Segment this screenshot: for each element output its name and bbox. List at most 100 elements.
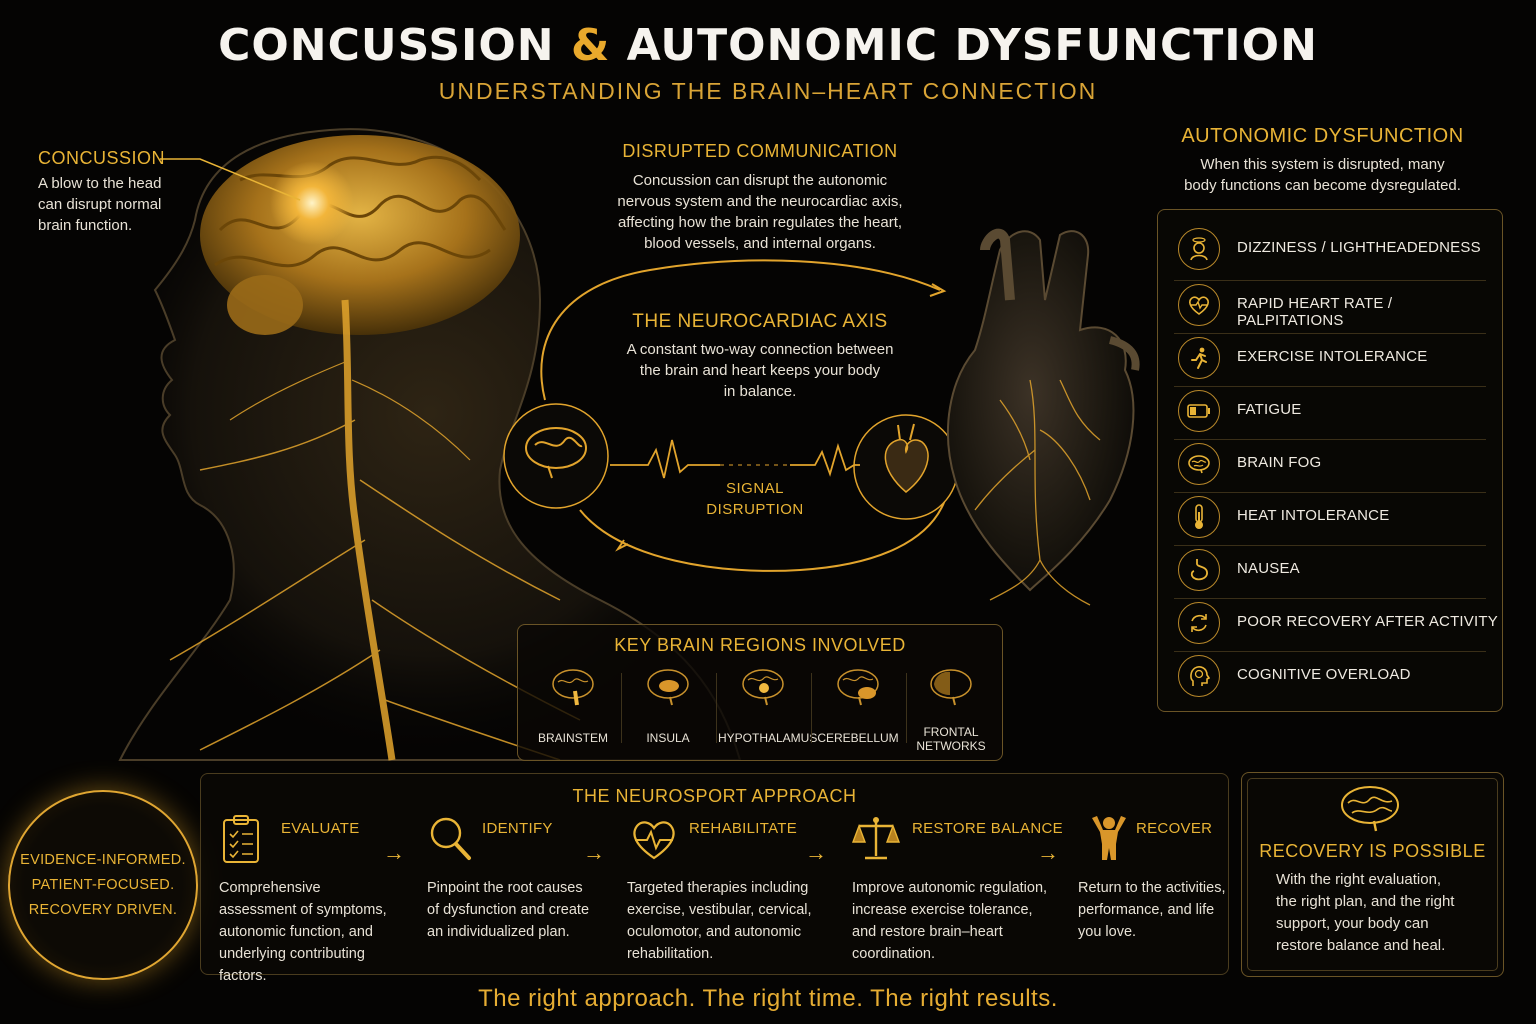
region-label: INSULA: [646, 731, 690, 745]
heart-rhythm-icon: [633, 821, 675, 860]
concussion-line-1: A blow to the head: [38, 175, 162, 192]
runner-icon: [1178, 337, 1220, 379]
step-arrow-icon: →: [583, 840, 605, 865]
neurocardiac-loop: [503, 259, 959, 572]
symptom-label: EXERCISE INTOLERANCE: [1237, 348, 1428, 365]
region-frontal-networks: FRONTAL NETWORKS: [906, 663, 996, 753]
list-item: EXERCISE INTOLERANCE: [1158, 333, 1502, 385]
axis-line-1: A constant two-way connection between: [626, 341, 894, 358]
axis-heading: THE NEUROCARDIAC AXIS: [632, 311, 888, 332]
celebrating-person-icon: [1092, 816, 1126, 860]
region-insula: INSULA: [623, 663, 713, 753]
list-item: FATIGUE: [1158, 386, 1502, 438]
concussion-line-2: can disrupt normal: [38, 196, 162, 213]
symptom-label: HEAT INTOLERANCE: [1237, 507, 1390, 524]
neurocardiac-axis-block: THE NEUROCARDIAC AXIS A constant two-way…: [590, 311, 930, 402]
axis-line-2: the brain and heart keeps your body: [639, 362, 881, 379]
step-arrow-icon: →: [1037, 840, 1059, 865]
clipboard-icon: [223, 815, 259, 863]
regions-heading: KEY BRAIN REGIONS INVOLVED: [614, 635, 906, 655]
heart-pulse-icon: [1178, 284, 1220, 326]
insula-brain-icon: [647, 669, 689, 706]
concussion-callout: CONCUSSION A blow to the head can disrup…: [38, 148, 208, 236]
step-text-evaluate: Comprehensive assessment of symptoms, au…: [219, 880, 387, 984]
recovery-line-4: restore balance and heal.: [1276, 937, 1446, 954]
symptom-list-panel: DIZZINESS / LIGHTHEADEDNESS RAPID HEART …: [1157, 209, 1503, 712]
list-item: NAUSEA: [1158, 545, 1502, 597]
cerebellum-brain-icon: [837, 669, 879, 706]
disrupted-line-4: blood vessels, and internal organs.: [644, 235, 876, 252]
region-label: BRAINSTEM: [537, 731, 608, 745]
anatomical-heart-icon: [946, 228, 1140, 606]
magnifier-icon: [430, 817, 471, 860]
low-battery-icon: [1178, 390, 1220, 432]
autonomic-line-1: When this system is disrupted, many: [1200, 156, 1445, 173]
region-hypothalamus: HYPOTHALAMUS: [718, 663, 818, 753]
tagline: The right approach. The right time. The …: [478, 985, 1058, 1012]
hypothalamus-brain-icon: [742, 669, 784, 706]
stomach-icon: [1178, 549, 1220, 591]
disrupted-line-1: Concussion can disrupt the autonomic: [632, 172, 888, 189]
concussion-line-3: brain function.: [38, 217, 133, 234]
glowing-brain-icon: [200, 135, 520, 335]
brain-icon: [1178, 443, 1220, 485]
step-text-recover: Return to the activities, performance, a…: [1078, 880, 1226, 940]
signal-line-1: SIGNAL: [725, 480, 785, 497]
list-item: DIZZINESS / LIGHTHEADEDNESS: [1158, 224, 1502, 276]
neurosport-approach-panel: THE NEUROSPORT APPROACH EVALUATE Compreh…: [200, 773, 1229, 984]
step-text-identify: Pinpoint the root causes of dysfunction …: [427, 880, 590, 940]
list-item: POOR RECOVERY AFTER ACTIVITY: [1158, 598, 1502, 650]
step-arrow-icon: →: [805, 840, 827, 865]
evidence-line-3: RECOVERY DRIVEN.: [28, 901, 178, 918]
recovery-heading: RECOVERY IS POSSIBLE: [1259, 841, 1486, 861]
axis-line-3: in balance.: [723, 383, 797, 400]
symptom-label: RAPID HEART RATE / PALPITATIONS: [1237, 295, 1393, 329]
evidence-badge: EVIDENCE-INFORMED. PATIENT-FOCUSED. RECO…: [8, 790, 198, 980]
title-ampersand: &: [570, 20, 611, 71]
title-part-concussion: CONCUSSION: [218, 20, 555, 71]
disrupted-heading: DISRUPTED COMMUNICATION: [622, 141, 898, 161]
symptom-label: NAUSEA: [1237, 560, 1300, 577]
region-label: FRONTAL NETWORKS: [916, 725, 986, 753]
cycle-arrows-icon: [1178, 602, 1220, 644]
thermometer-icon: [1178, 496, 1220, 538]
signal-line-2: DISRUPTION: [706, 501, 804, 518]
autonomic-line-2: body functions can become dysregulated.: [1184, 177, 1461, 194]
step-title-restore-balance: RESTORE BALANCE: [912, 820, 1063, 837]
recovery-panel: RECOVERY IS POSSIBLE With the right eval…: [1241, 772, 1504, 977]
recovery-brain-icon: [1341, 786, 1399, 832]
step-title-identify: IDENTIFY: [482, 820, 553, 837]
key-brain-regions-panel: KEY BRAIN REGIONS INVOLVED BRAINSTEM INS…: [517, 624, 1003, 761]
disrupted-communication-block: DISRUPTED COMMUNICATION Concussion can d…: [570, 141, 950, 254]
list-item: COGNITIVE OVERLOAD: [1158, 651, 1502, 703]
step-title-recover: RECOVER: [1136, 820, 1213, 837]
page-subtitle: UNDERSTANDING THE BRAIN–HEART CONNECTION: [438, 78, 1098, 104]
frontal-networks-brain-icon: [930, 669, 972, 706]
approach-heading: THE NEUROSPORT APPROACH: [572, 786, 857, 806]
region-cerebellum: CEREBELLUM: [813, 663, 903, 753]
evidence-line-2: PATIENT-FOCUSED.: [31, 876, 175, 893]
symptom-label: FATIGUE: [1237, 401, 1302, 418]
region-label: CEREBELLUM: [817, 731, 899, 745]
region-label: HYPOTHALAMUS: [718, 731, 818, 745]
disrupted-line-3: affecting how the brain regulates the he…: [617, 214, 903, 231]
list-item: HEAT INTOLERANCE: [1158, 492, 1502, 544]
list-item: BRAIN FOG: [1158, 439, 1502, 491]
symptom-label: DIZZINESS / LIGHTHEADEDNESS: [1237, 239, 1481, 256]
signal-disruption-label: SIGNAL DISRUPTION: [680, 478, 830, 520]
symptom-label: POOR RECOVERY AFTER ACTIVITY: [1237, 613, 1498, 630]
concussion-heading: CONCUSSION: [38, 148, 166, 168]
dizzy-head-icon: [1178, 228, 1220, 270]
page-title: CONCUSSION & AUTONOMIC DYSFUNCTION: [0, 20, 1536, 71]
step-arrow-icon: →: [383, 840, 405, 865]
nerve-network-icon: [169, 299, 581, 761]
scales-icon: [851, 817, 901, 860]
loop-brain-icon: [525, 427, 587, 479]
symptom-label: COGNITIVE OVERLOAD: [1237, 666, 1411, 683]
step-title-evaluate: EVALUATE: [281, 820, 360, 837]
list-item: RAPID HEART RATE / PALPITATIONS: [1158, 280, 1502, 332]
brainstem-brain-icon: [552, 669, 594, 706]
symptom-label: BRAIN FOG: [1237, 454, 1322, 471]
autonomic-dysfunction-block: AUTONOMIC DYSFUNCTION When this system i…: [1150, 125, 1495, 196]
evidence-line-1: EVIDENCE-INFORMED.: [20, 851, 186, 868]
